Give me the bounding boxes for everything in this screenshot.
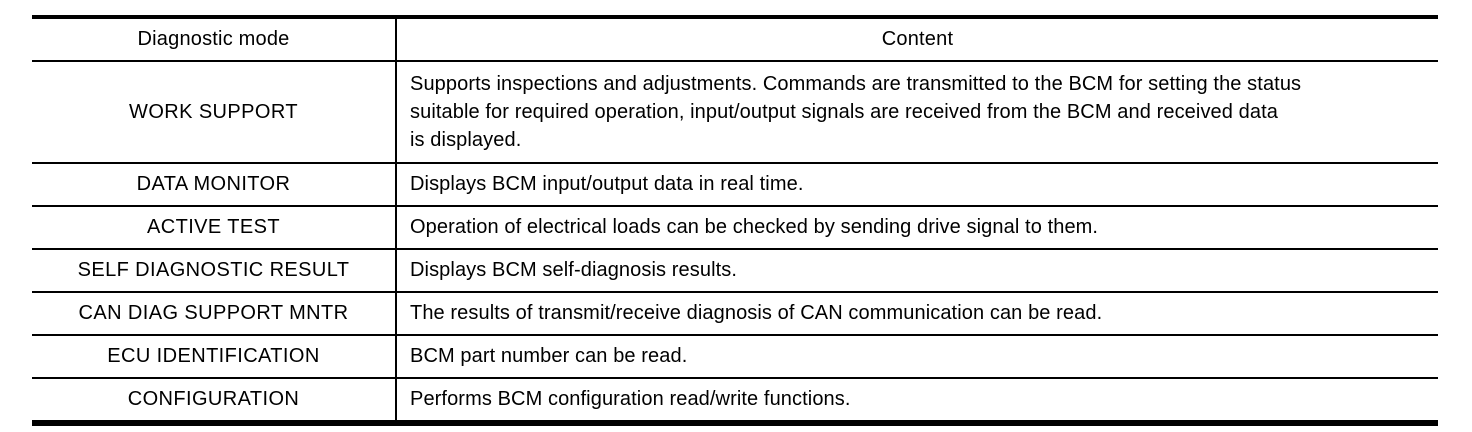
table-row: SELF DIAGNOSTIC RESULT Displays BCM self-… bbox=[32, 250, 1438, 293]
table-row: WORK SUPPORT Supports inspections and adj… bbox=[32, 62, 1438, 164]
content-text: Performs BCM configuration read/write fu… bbox=[410, 388, 1428, 411]
diagnostic-mode-table: Diagnostic mode Content WORK SUPPORT Supp… bbox=[32, 15, 1438, 426]
content-line: Performs BCM configuration read/write fu… bbox=[410, 388, 851, 410]
diagnostic-mode-header-label: Diagnostic mode bbox=[137, 28, 290, 50]
content-text: Displays BCM self-diagnosis results. bbox=[410, 259, 1428, 282]
content-line: BCM part number can be read. bbox=[410, 345, 688, 367]
diagnostic-mode-label: ACTIVE TEST bbox=[147, 216, 280, 238]
content-line: Displays BCM self-diagnosis results. bbox=[410, 259, 738, 281]
diagnostic-mode-label: ECU IDENTIFICATION bbox=[107, 345, 320, 367]
content-line: The results of transmit/receive diagnosi… bbox=[410, 302, 1103, 324]
content-cell: Supports inspections and adjustments. Co… bbox=[397, 62, 1438, 162]
content-line: Supports inspections and adjustments. Co… bbox=[410, 73, 1302, 95]
content-text: Supports inspections and adjustments. Co… bbox=[410, 70, 1428, 154]
content-line: suitable for required operation, input/o… bbox=[410, 101, 1278, 123]
diagnostic-mode-label: CAN DIAG SUPPORT MNTR bbox=[78, 302, 349, 324]
content-cell: Performs BCM configuration read/write fu… bbox=[397, 379, 1438, 420]
table-row: CONFIGURATION Performs BCM configuration … bbox=[32, 379, 1438, 420]
diagnostic-mode-cell: CONFIGURATION bbox=[32, 379, 397, 420]
diagnostic-mode-label: WORK SUPPORT bbox=[129, 100, 298, 123]
content-text: Displays BCM input/output data in real t… bbox=[410, 173, 1428, 196]
diagnostic-mode-header-cell: Diagnostic mode bbox=[32, 19, 397, 60]
diagnostic-mode-cell: DATA MONITOR bbox=[32, 164, 397, 205]
table-row: CAN DIAG SUPPORT MNTR The results of tran… bbox=[32, 293, 1438, 336]
diagnostic-mode-cell: WORK SUPPORT bbox=[32, 62, 397, 162]
content-text: BCM part number can be read. bbox=[410, 345, 1428, 368]
content-line: Operation of electrical loads can be che… bbox=[410, 216, 1099, 238]
content-text: Operation of electrical loads can be che… bbox=[410, 216, 1428, 239]
content-header-cell: Content bbox=[397, 19, 1438, 60]
diagnostic-mode-label: SELF DIAGNOSTIC RESULT bbox=[77, 259, 350, 281]
table-row: ECU IDENTIFICATION BCM part number can be… bbox=[32, 336, 1438, 379]
content-cell: Operation of electrical loads can be che… bbox=[397, 207, 1438, 248]
table-rows: WORK SUPPORT Supports inspections and adj… bbox=[32, 62, 1438, 420]
diagnostic-mode-cell: CAN DIAG SUPPORT MNTR bbox=[32, 293, 397, 334]
content-cell: Displays BCM input/output data in real t… bbox=[397, 164, 1438, 205]
content-line: is displayed. bbox=[410, 129, 522, 151]
content-cell: The results of transmit/receive diagnosi… bbox=[397, 293, 1438, 334]
diagnostic-mode-label: CONFIGURATION bbox=[127, 388, 300, 410]
diagnostic-mode-cell: SELF DIAGNOSTIC RESULT bbox=[32, 250, 397, 291]
diagnostic-mode-label: DATA MONITOR bbox=[136, 173, 291, 195]
content-cell: BCM part number can be read. bbox=[397, 336, 1438, 377]
table-row: DATA MONITOR Displays BCM input/output da… bbox=[32, 164, 1438, 207]
content-line: Displays BCM input/output data in real t… bbox=[410, 173, 804, 195]
diagnostic-mode-cell: ACTIVE TEST bbox=[32, 207, 397, 248]
diagnostic-mode-cell: ECU IDENTIFICATION bbox=[32, 336, 397, 377]
table-row: ACTIVE TEST Operation of electrical loads… bbox=[32, 207, 1438, 250]
content-text: The results of transmit/receive diagnosi… bbox=[410, 302, 1428, 325]
content-cell: Displays BCM self-diagnosis results. bbox=[397, 250, 1438, 291]
content-header-label: Content bbox=[881, 28, 954, 50]
table-header-row: Diagnostic mode Content bbox=[32, 19, 1438, 62]
